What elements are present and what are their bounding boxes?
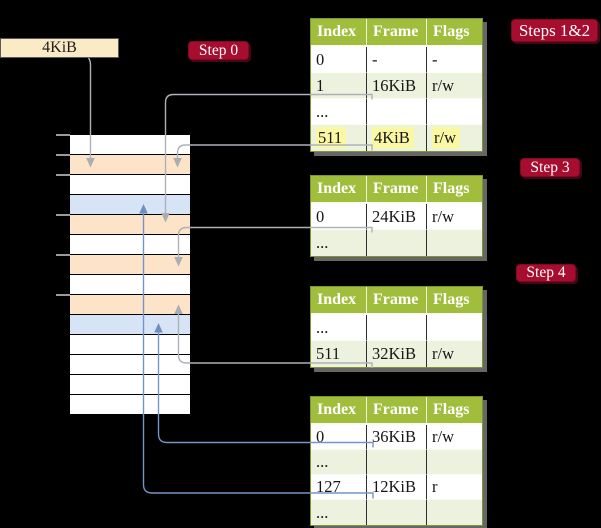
- column-header-index: Index: [311, 19, 367, 47]
- page-table-level4: Index Frame Flags 0 36KiB r/w ... 127 12…: [310, 396, 483, 526]
- column-header-frame: Frame: [367, 19, 427, 47]
- cell-index: 0: [311, 47, 367, 73]
- memory-frame-36k: [70, 315, 190, 334]
- table-header-row: Index Frame Flags: [311, 19, 482, 47]
- page-table-level2: Index Frame Flags 0 24KiB r/w ...: [310, 175, 483, 257]
- cell-flags: r/w: [427, 125, 482, 151]
- table-row: 0 - -: [311, 47, 482, 73]
- column-header-frame: Frame: [367, 287, 427, 315]
- memory-frame-12k: [70, 195, 190, 214]
- cell-frame: 36KiB: [367, 425, 427, 450]
- cell-index: 0: [311, 425, 367, 450]
- memory-frame-20k: [70, 235, 190, 254]
- cell-flags: r: [427, 475, 482, 500]
- table-row: 0 36KiB r/w: [311, 425, 482, 450]
- tick-mark: [56, 174, 70, 176]
- memory-frame-48k: [70, 375, 190, 394]
- cell-frame: -: [367, 47, 427, 73]
- cell-flags: [427, 500, 482, 525]
- cell-flags: r/w: [427, 341, 482, 367]
- cell-flags: [427, 450, 482, 475]
- cell-index: 127: [311, 475, 367, 500]
- cell-index: 511: [311, 341, 367, 367]
- table-row: 0 24KiB r/w: [311, 204, 482, 230]
- cell-index: ...: [311, 230, 367, 256]
- memory-frame-40k: [70, 335, 190, 354]
- column-header-index: Index: [311, 397, 367, 425]
- tick-mark: [56, 254, 70, 256]
- highlight: 511: [316, 127, 347, 148]
- column-header-index: Index: [311, 176, 367, 204]
- cell-frame: 24KiB: [367, 204, 427, 230]
- memory-frame-32k: [70, 295, 190, 314]
- table-row: ...: [311, 500, 482, 525]
- cell-frame: [367, 450, 427, 475]
- column-header-frame: Frame: [367, 397, 427, 425]
- tick-mark: [56, 134, 70, 136]
- column-header-index: Index: [311, 287, 367, 315]
- cell-frame: [367, 315, 427, 341]
- cell-frame: [367, 99, 427, 125]
- table-header-row: Index Frame Flags: [311, 397, 482, 425]
- steps1-2-label: Steps 1&2: [511, 19, 598, 42]
- memory-frame-0k: [70, 135, 190, 154]
- memory-frame-16k: [70, 215, 190, 234]
- tick-mark: [56, 214, 70, 216]
- cell-index: 511: [311, 125, 367, 151]
- cell-frame: 12KiB: [367, 475, 427, 500]
- cell-index: ...: [311, 450, 367, 475]
- table-row: ...: [311, 450, 482, 475]
- table-row: ...: [311, 99, 482, 125]
- memory-frame-52k: [70, 395, 190, 414]
- cell-frame: [367, 500, 427, 525]
- step0-label: Step 0: [188, 41, 249, 60]
- cell-index: ...: [311, 315, 367, 341]
- cell-flags: r/w: [427, 73, 482, 99]
- cell-index: ...: [311, 99, 367, 125]
- memory-frame-24k: [70, 255, 190, 274]
- column-header-flags: Flags: [427, 19, 482, 47]
- cell-flags: [427, 99, 482, 125]
- column-header-frame: Frame: [367, 176, 427, 204]
- cell-index: ...: [311, 500, 367, 525]
- page-table-level3: Index Frame Flags ... 511 32KiB r/w: [310, 286, 483, 368]
- table-row: 1 16KiB r/w: [311, 73, 482, 99]
- highlight: 4KiB: [372, 127, 414, 148]
- table-header-row: Index Frame Flags: [311, 287, 482, 315]
- cell-frame: [367, 230, 427, 256]
- cell-flags: [427, 315, 482, 341]
- cell-frame: 32KiB: [367, 341, 427, 367]
- cell-index: 0: [311, 204, 367, 230]
- memory-frame-8k: [70, 175, 190, 194]
- cell-frame: 16KiB: [367, 73, 427, 99]
- cell-flags: -: [427, 47, 482, 73]
- table-row: ...: [311, 315, 482, 341]
- memory-column: [69, 134, 191, 416]
- table-row-highlighted: 511 4KiB r/w: [311, 125, 482, 151]
- cell-flags: [427, 230, 482, 256]
- cell-index: 1: [311, 73, 367, 99]
- memory-frame-28k: [70, 275, 190, 294]
- cell-flags: r/w: [427, 204, 482, 230]
- step3-label: Step 3: [520, 158, 580, 177]
- page-size-box: 4KiB: [0, 38, 119, 58]
- cell-flags: r/w: [427, 425, 482, 450]
- column-header-flags: Flags: [427, 287, 482, 315]
- memory-frame-44k: [70, 355, 190, 374]
- cell-frame: 4KiB: [367, 125, 427, 151]
- table-row: 127 12KiB r: [311, 475, 482, 500]
- highlight: r/w: [432, 127, 460, 148]
- step4-label: Step 4: [516, 264, 576, 282]
- table-header-row: Index Frame Flags: [311, 176, 482, 204]
- memory-frame-4k: [70, 155, 190, 174]
- column-header-flags: Flags: [427, 397, 482, 425]
- tick-mark: [56, 154, 70, 156]
- page-size-label: 4KiB: [42, 39, 77, 56]
- tick-mark: [56, 294, 70, 296]
- page-table-level1: Index Frame Flags 0 - - 1 16KiB r/w ... …: [310, 18, 483, 152]
- table-row: 511 32KiB r/w: [311, 341, 482, 367]
- table-row: ...: [311, 230, 482, 256]
- column-header-flags: Flags: [427, 176, 482, 204]
